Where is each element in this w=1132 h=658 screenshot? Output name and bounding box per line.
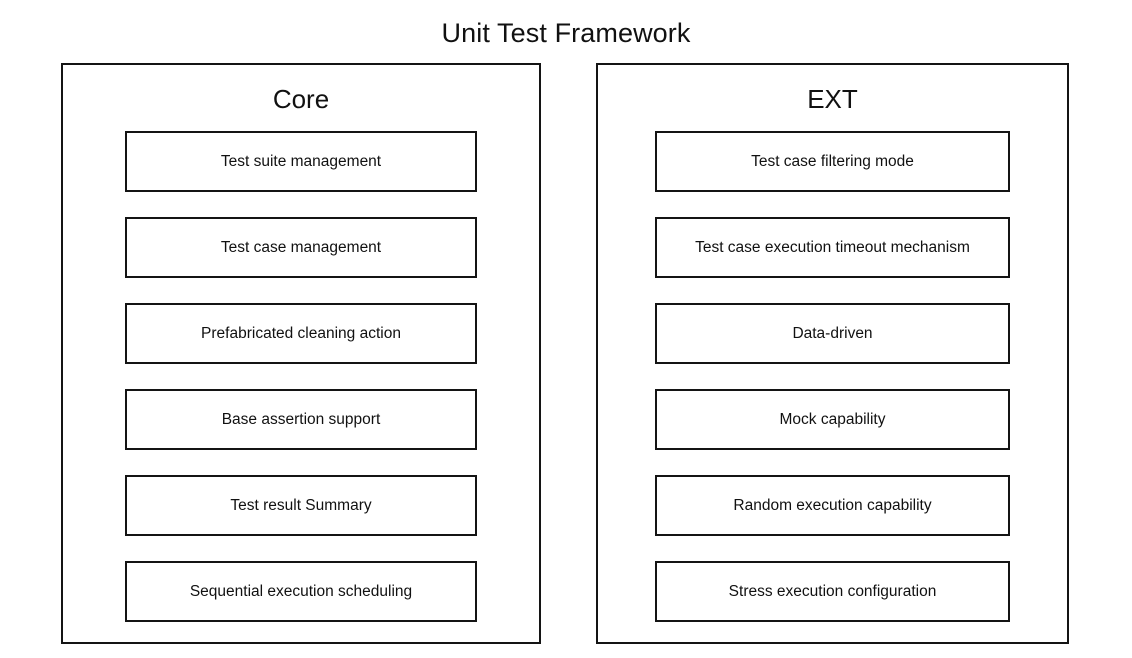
- panel-core: Core Test suite management Test case man…: [61, 63, 541, 644]
- list-item[interactable]: Prefabricated cleaning action: [125, 303, 477, 364]
- list-item[interactable]: Mock capability: [655, 389, 1010, 450]
- list-item[interactable]: Sequential execution scheduling: [125, 561, 477, 622]
- list-item-label: Mock capability: [779, 410, 886, 428]
- list-item[interactable]: Random execution capability: [655, 475, 1010, 536]
- list-item-label: Test case management: [220, 238, 382, 256]
- list-item[interactable]: Test case management: [125, 217, 477, 278]
- list-item-label: Sequential execution scheduling: [189, 582, 413, 600]
- list-item[interactable]: Data-driven: [655, 303, 1010, 364]
- panel-core-item-list: Test suite management Test case manageme…: [63, 131, 539, 622]
- list-item[interactable]: Stress execution configuration: [655, 561, 1010, 622]
- panel-ext-item-list: Test case filtering mode Test case execu…: [598, 131, 1067, 622]
- list-item[interactable]: Test case execution timeout mechanism: [655, 217, 1010, 278]
- list-item-label: Test result Summary: [230, 496, 372, 514]
- list-item-label: Test case execution timeout mechanism: [695, 238, 970, 256]
- list-item-label: Test suite management: [220, 152, 382, 170]
- panel-core-title: Core: [272, 84, 330, 114]
- list-item[interactable]: Test case filtering mode: [655, 131, 1010, 192]
- list-item-label: Stress execution configuration: [728, 582, 937, 600]
- list-item[interactable]: Test suite management: [125, 131, 477, 192]
- list-item-label: Prefabricated cleaning action: [201, 324, 401, 342]
- list-item[interactable]: Base assertion support: [125, 389, 477, 450]
- list-item-label: Base assertion support: [221, 410, 381, 428]
- list-item-label: Data-driven: [792, 324, 873, 342]
- list-item-label: Test case filtering mode: [751, 152, 914, 170]
- list-item-label: Random execution capability: [733, 496, 932, 514]
- panel-ext: EXT Test case filtering mode Test case e…: [596, 63, 1069, 644]
- list-item[interactable]: Test result Summary: [125, 475, 477, 536]
- panel-ext-title: EXT: [807, 84, 858, 114]
- page-title: Unit Test Framework: [441, 18, 691, 48]
